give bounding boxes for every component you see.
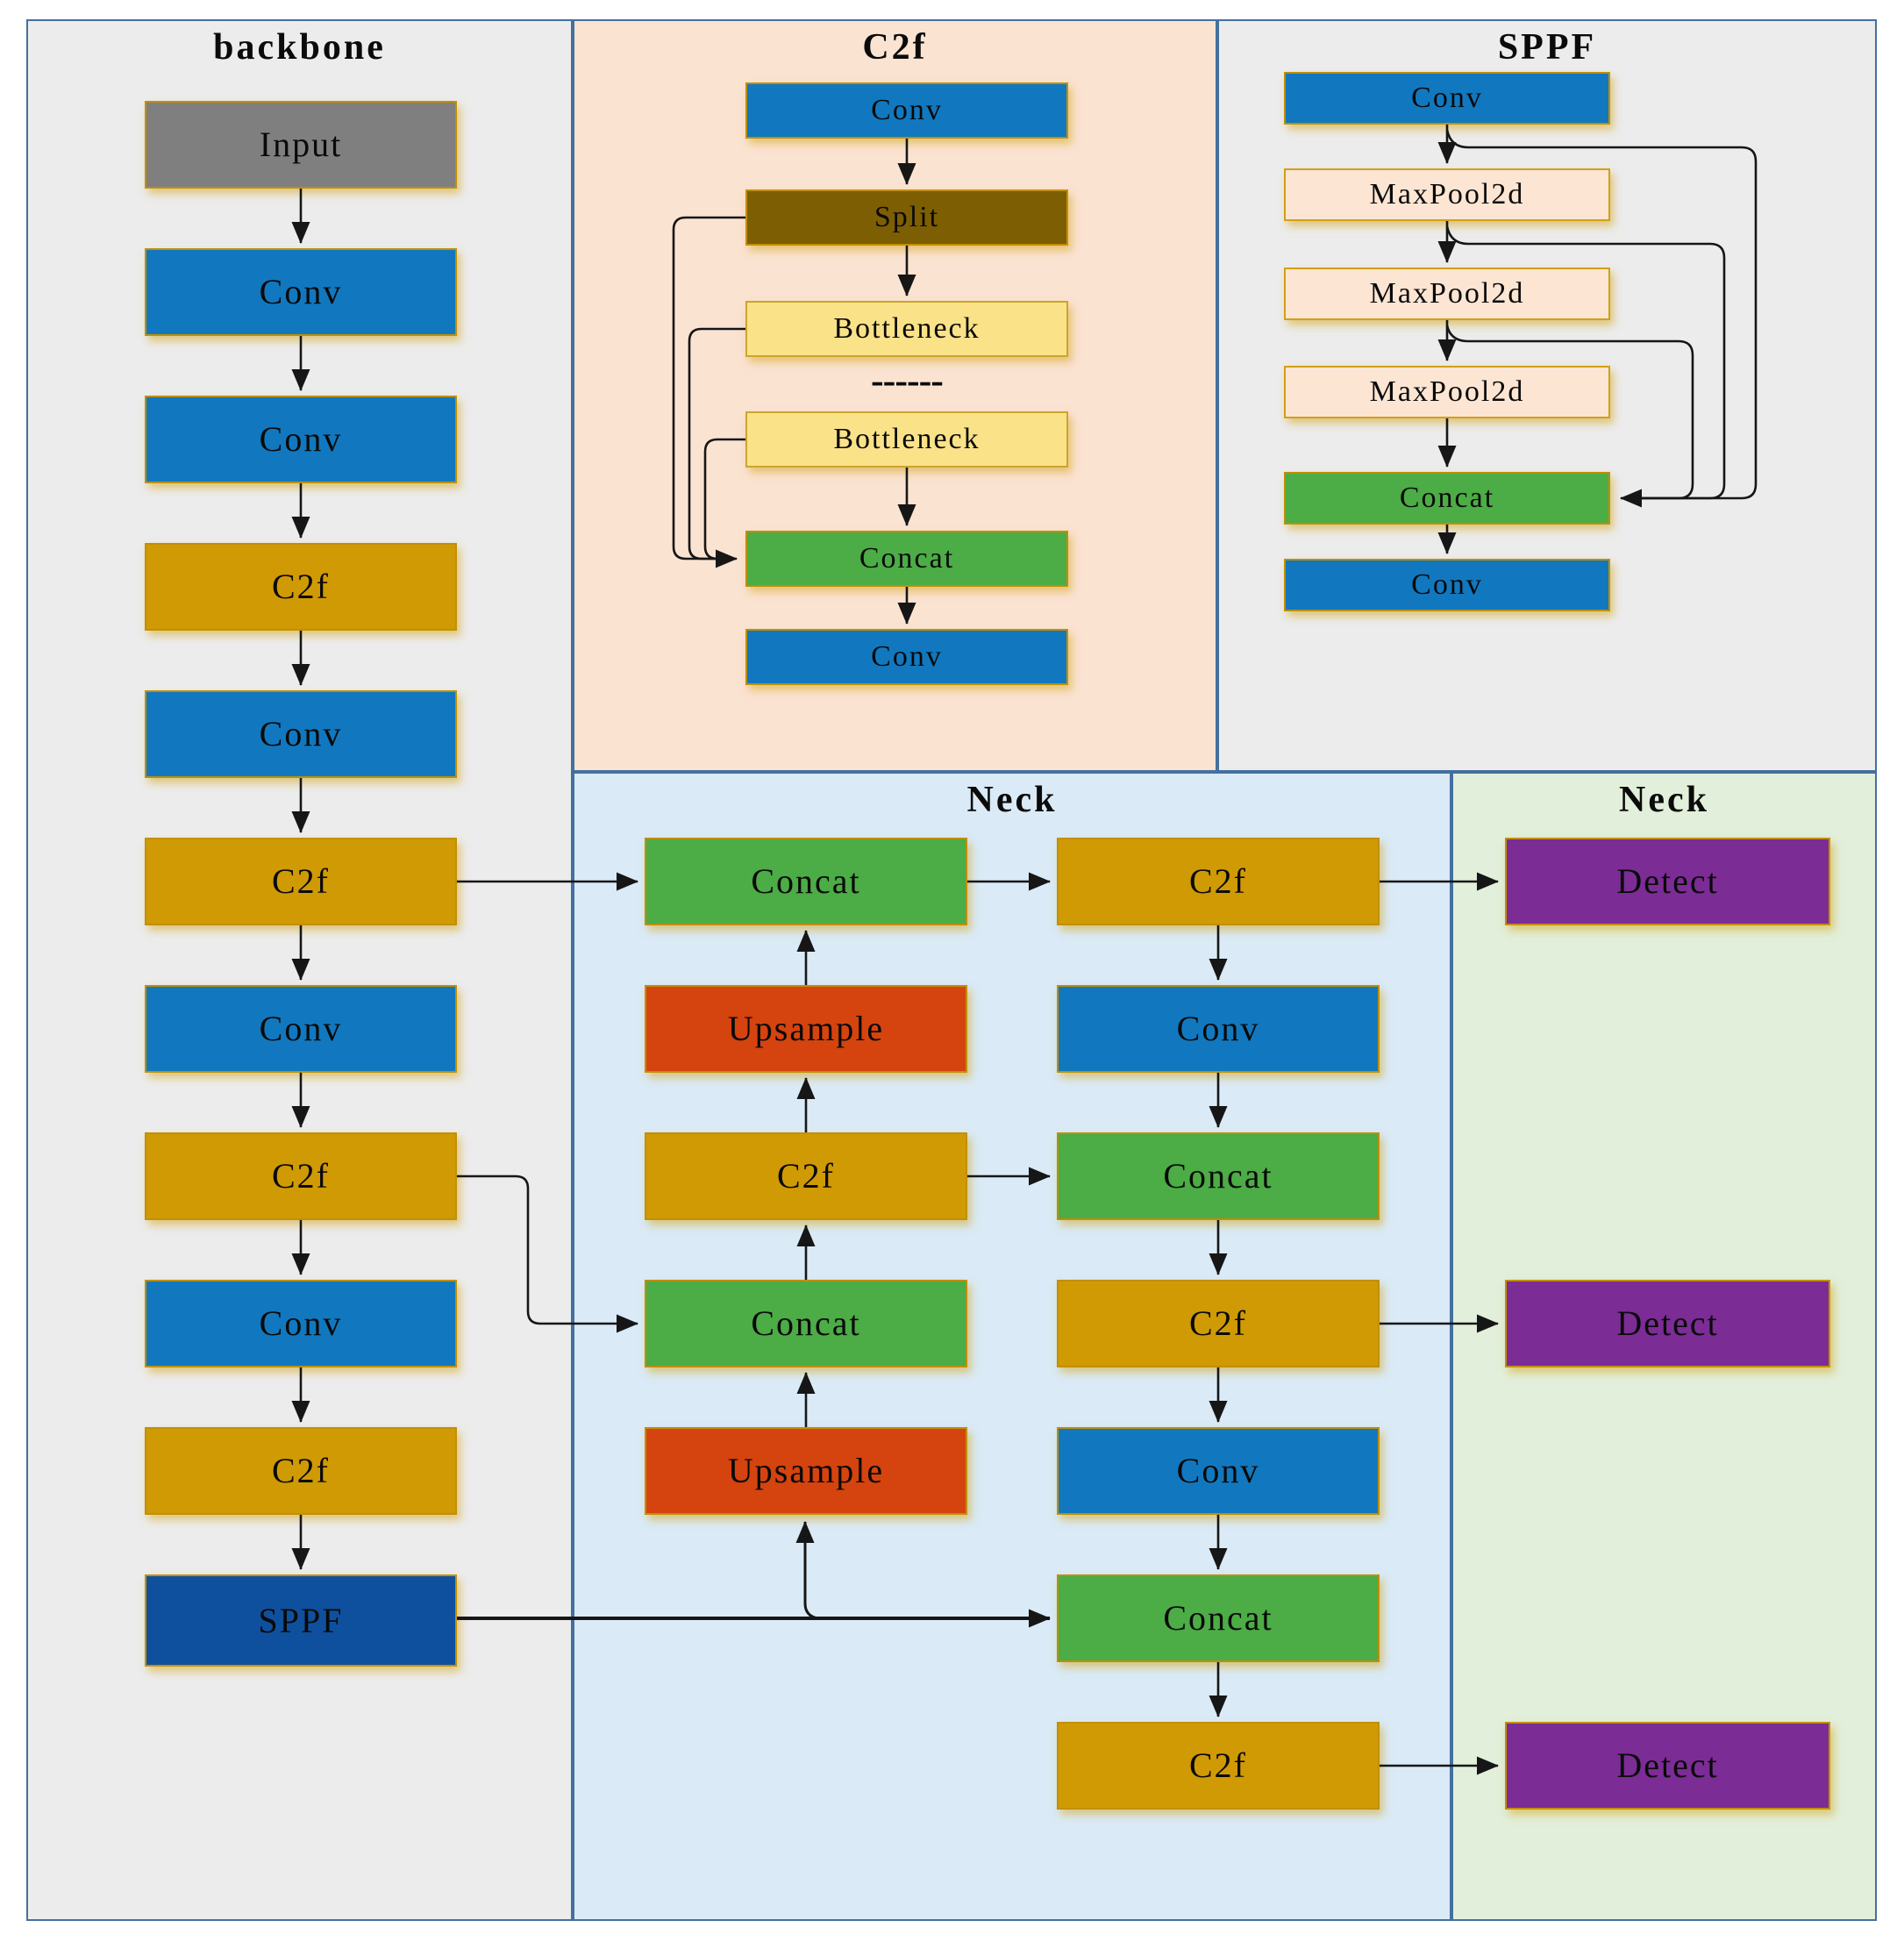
node-neck-concat-r1: Concat bbox=[1057, 1132, 1380, 1220]
node-neck-conv1: Conv bbox=[1057, 985, 1380, 1073]
node-detect-1: Detect bbox=[1505, 838, 1830, 925]
node-backbone-conv3: Conv bbox=[145, 690, 457, 778]
node-backbone-conv5: Conv bbox=[145, 1280, 457, 1367]
node-detect-3: Detect bbox=[1505, 1722, 1830, 1810]
panel-sppf-title: SPPF bbox=[1497, 27, 1597, 68]
node-sppf-conv-in: Conv bbox=[1284, 72, 1610, 125]
node-backbone-sppf: SPPF bbox=[145, 1574, 457, 1667]
node-neck-concat-mid: Concat bbox=[645, 1280, 967, 1367]
node-detect-2: Detect bbox=[1505, 1280, 1830, 1367]
node-c2f-concat: Concat bbox=[745, 531, 1068, 587]
node-neck-c2f-p4: C2f bbox=[1057, 1280, 1380, 1367]
panel-head-title: Neck bbox=[1619, 780, 1709, 820]
node-sppf-maxpool3: MaxPool2d bbox=[1284, 366, 1610, 418]
node-backbone-c2f3: C2f bbox=[145, 1132, 457, 1220]
node-c2f-bottleneck1: Bottleneck bbox=[745, 301, 1068, 357]
node-sppf-concat: Concat bbox=[1284, 472, 1610, 525]
node-neck-concat-r2: Concat bbox=[1057, 1574, 1380, 1662]
node-backbone-conv4: Conv bbox=[145, 985, 457, 1073]
node-neck-upsample1: Upsample bbox=[645, 985, 967, 1073]
node-backbone-c2f2: C2f bbox=[145, 838, 457, 925]
node-c2f-bottleneck2: Bottleneck bbox=[745, 411, 1068, 468]
node-c2f-split: Split bbox=[745, 189, 1068, 246]
node-neck-concat-top: Concat bbox=[645, 838, 967, 925]
bottleneck-ellipsis: ------ bbox=[871, 359, 944, 402]
node-c2f-conv-out: Conv bbox=[745, 629, 1068, 685]
node-sppf-conv-out: Conv bbox=[1284, 559, 1610, 611]
panel-neck-title: Neck bbox=[966, 780, 1058, 820]
node-neck-c2f-left: C2f bbox=[645, 1132, 967, 1220]
node-neck-upsample2: Upsample bbox=[645, 1427, 967, 1515]
panel-c2f-title: C2f bbox=[862, 27, 928, 68]
panel-backbone-title: backbone bbox=[213, 27, 386, 68]
node-neck-c2f-p5: C2f bbox=[1057, 1722, 1380, 1810]
node-neck-conv2: Conv bbox=[1057, 1427, 1380, 1515]
node-backbone-input: Input bbox=[145, 101, 457, 189]
node-sppf-maxpool1: MaxPool2d bbox=[1284, 168, 1610, 221]
node-backbone-c2f1: C2f bbox=[145, 543, 457, 631]
node-backbone-conv2: Conv bbox=[145, 396, 457, 483]
node-neck-c2f-p3: C2f bbox=[1057, 838, 1380, 925]
node-backbone-conv1: Conv bbox=[145, 248, 457, 336]
node-sppf-maxpool2: MaxPool2d bbox=[1284, 268, 1610, 320]
node-backbone-c2f4: C2f bbox=[145, 1427, 457, 1515]
node-c2f-conv-in: Conv bbox=[745, 82, 1068, 139]
